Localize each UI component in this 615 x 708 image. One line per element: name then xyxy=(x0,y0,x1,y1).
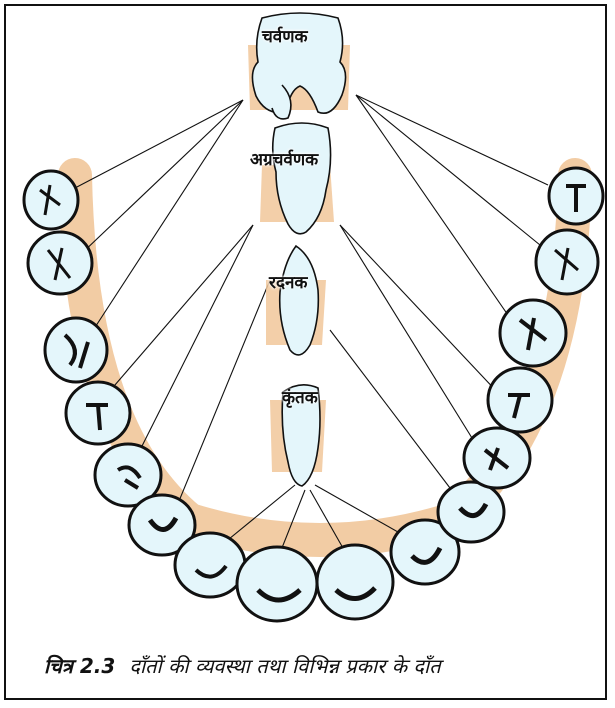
label-molar: चर्वणक xyxy=(262,24,308,47)
arch-tooth-left-3 xyxy=(45,318,107,382)
canine-tooth xyxy=(280,246,319,355)
arch-tooth-left-7 xyxy=(175,533,245,597)
arch-tooth-right-1 xyxy=(549,168,603,224)
figure-caption: चित्र 2.3 दाँतों की व्यवस्था तथा विभिन्न … xyxy=(44,652,604,679)
label-canine: रदनक xyxy=(269,270,307,293)
arch-tooth-right-4 xyxy=(488,368,552,432)
arch-tooth-center-right xyxy=(317,545,393,619)
arch-tooth-right-6 xyxy=(438,482,504,542)
arch-tooth-left-2 xyxy=(28,232,92,294)
figure-number: चित्र 2.3 xyxy=(44,654,115,678)
arch-tooth-left-1 xyxy=(24,171,78,229)
caption-text: दाँतों की व्यवस्था तथा विभिन्न प्रकार के… xyxy=(129,654,440,678)
label-incisor: कृंतक xyxy=(282,385,318,408)
label-premolar: अग्रचर्वणक xyxy=(250,147,318,170)
arch-tooth-right-2 xyxy=(536,230,598,294)
arch-tooth-left-4 xyxy=(66,382,130,444)
arch-tooth-right-3 xyxy=(500,300,566,366)
arch-tooth-center-left xyxy=(237,547,317,621)
arch-tooth-right-5 xyxy=(464,428,530,488)
